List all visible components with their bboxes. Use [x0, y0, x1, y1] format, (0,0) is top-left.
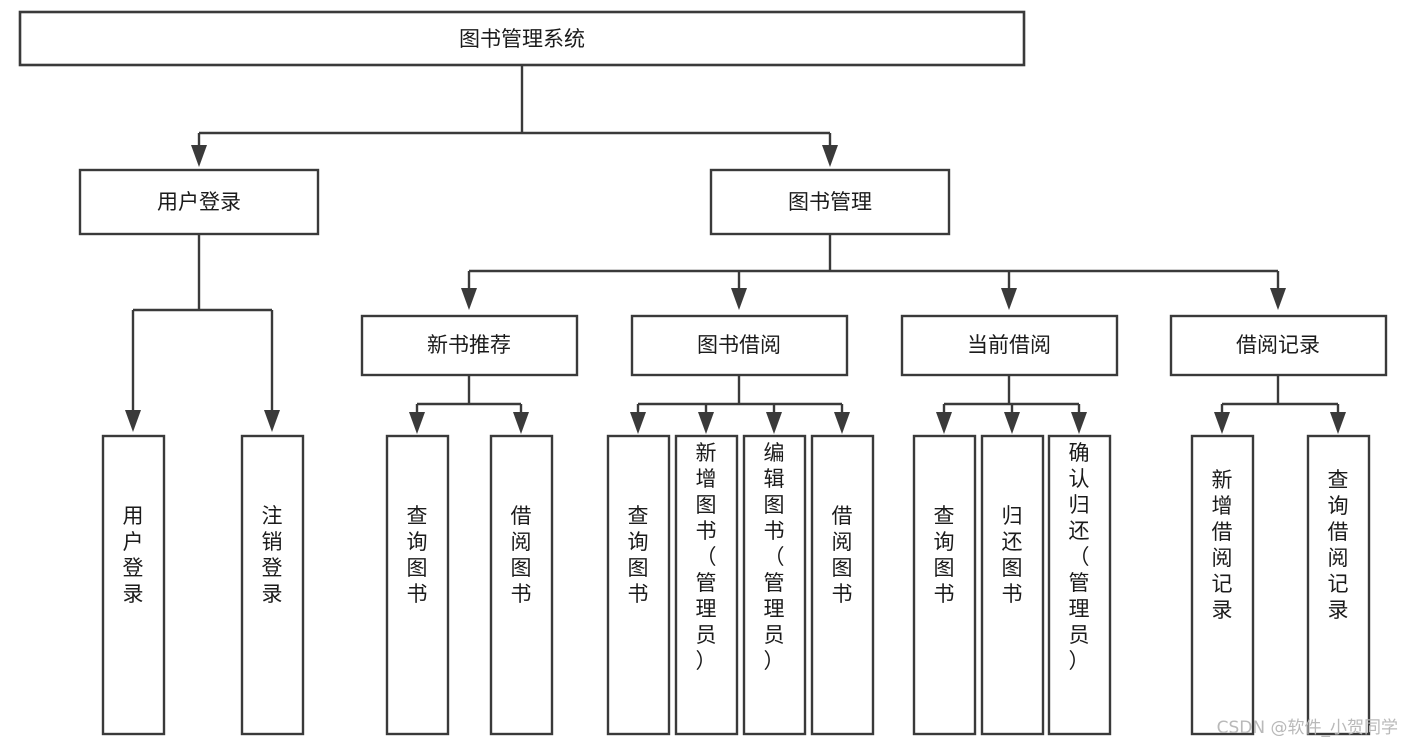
node-leaf-query-book-3[interactable]: 查询图书: [912, 434, 977, 736]
connector-newbook-to-leaves: [409, 375, 529, 434]
node-leaf-add-book-label: 新增图书（管理员）: [696, 441, 717, 673]
node-leaf-user-login[interactable]: 用户登录: [101, 434, 166, 736]
connector-bookmanage-to-level3: [461, 234, 1286, 310]
node-book-borrow-label: 图书借阅: [697, 333, 781, 357]
node-leaf-confirm-return-label: 确认归还（管理员）: [1069, 441, 1090, 673]
node-leaf-add-record[interactable]: 新增借阅记录: [1190, 434, 1255, 736]
arrow-icon: [1071, 412, 1087, 434]
arrow-icon: [698, 412, 714, 434]
node-leaf-query-book-3-label: 查询图书: [934, 504, 955, 606]
connector-userlogin-to-leaves: [125, 234, 280, 432]
node-leaf-query-record-label: 查询借阅记录: [1328, 468, 1349, 622]
node-leaf-borrow-book-2-label: 借阅图书: [832, 504, 853, 606]
arrow-icon: [834, 412, 850, 434]
connector-borrowrecord-to-leaves: [1214, 375, 1346, 434]
node-leaf-user-login-label: 用户登录: [123, 504, 144, 606]
connector-root-to-level2: [191, 65, 838, 167]
csdn-watermark: CSDN @软件_小贺同学: [1217, 718, 1398, 738]
node-leaf-edit-book[interactable]: 编辑图书（管理员）: [742, 434, 807, 736]
node-user-login[interactable]: 用户登录: [78, 168, 320, 236]
connector-currentborrow-to-leaves: [936, 375, 1087, 434]
node-book-borrow[interactable]: 图书借阅: [630, 314, 849, 377]
arrow-icon: [264, 410, 280, 432]
node-leaf-user-logout[interactable]: 注销登录: [240, 434, 305, 736]
node-leaf-borrow-book-2[interactable]: 借阅图书: [810, 434, 875, 736]
node-leaf-borrow-book-1[interactable]: 借阅图书: [489, 434, 554, 736]
arrow-icon: [1001, 288, 1017, 310]
node-root[interactable]: 图书管理系统: [18, 10, 1026, 67]
arrow-icon: [1330, 412, 1346, 434]
node-leaf-query-book-1-label: 查询图书: [407, 504, 428, 606]
node-new-book-recommend[interactable]: 新书推荐: [360, 314, 579, 377]
arrow-icon: [513, 412, 529, 434]
node-leaf-add-book[interactable]: 新增图书（管理员）: [674, 434, 739, 736]
node-current-borrow[interactable]: 当前借阅: [900, 314, 1119, 377]
node-leaf-confirm-return[interactable]: 确认归还（管理员）: [1047, 434, 1112, 736]
node-current-borrow-label: 当前借阅: [967, 333, 1051, 357]
node-leaf-edit-book-label: 编辑图书（管理员）: [764, 441, 785, 673]
arrow-icon: [191, 145, 207, 167]
arrow-icon: [766, 412, 782, 434]
node-new-book-recommend-label: 新书推荐: [427, 333, 511, 357]
arrow-icon: [936, 412, 952, 434]
arrow-icon: [822, 145, 838, 167]
arrow-icon: [1004, 412, 1020, 434]
connector-bookborrow-to-leaves: [630, 375, 850, 434]
node-book-manage-label: 图书管理: [788, 190, 872, 214]
node-leaf-user-logout-label: 注销登录: [262, 504, 283, 606]
arrow-icon: [731, 288, 747, 310]
node-leaf-add-record-label: 新增借阅记录: [1212, 468, 1233, 622]
node-leaf-return-book-label: 归还图书: [1002, 504, 1023, 606]
arrow-icon: [409, 412, 425, 434]
node-book-manage[interactable]: 图书管理: [709, 168, 951, 236]
node-leaf-query-record[interactable]: 查询借阅记录: [1306, 434, 1371, 736]
node-leaf-borrow-book-1-label: 借阅图书: [511, 504, 532, 606]
node-leaf-query-book-2-label: 查询图书: [628, 504, 649, 606]
arrow-icon: [1270, 288, 1286, 310]
node-user-login-label: 用户登录: [157, 190, 241, 214]
node-leaf-query-book-1[interactable]: 查询图书: [385, 434, 450, 736]
arrow-icon: [630, 412, 646, 434]
arrow-icon: [125, 410, 141, 432]
arrow-icon: [1214, 412, 1230, 434]
node-leaf-return-book[interactable]: 归还图书: [980, 434, 1045, 736]
node-borrow-record[interactable]: 借阅记录: [1169, 314, 1388, 377]
node-borrow-record-label: 借阅记录: [1236, 333, 1320, 357]
node-root-label: 图书管理系统: [459, 27, 585, 51]
arrow-icon: [461, 288, 477, 310]
node-leaf-query-book-2[interactable]: 查询图书: [606, 434, 671, 736]
